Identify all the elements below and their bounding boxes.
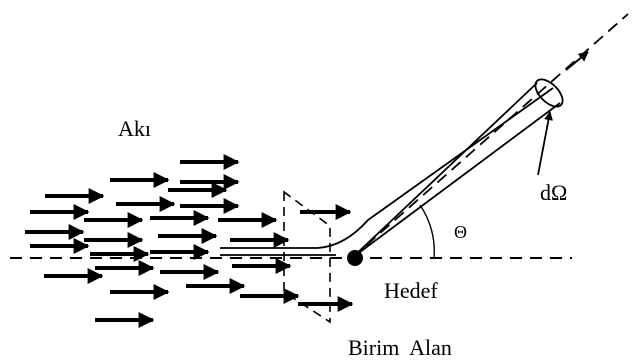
flux-label: Akı	[118, 116, 151, 141]
scattering-cone	[351, 82, 561, 259]
unit-area-plane	[283, 190, 331, 324]
unit-area-label: Birim Alan	[348, 335, 452, 360]
solid-angle-label: dΩ	[540, 180, 567, 205]
scattered-direction-dashed	[351, 13, 629, 259]
solid-angle-pointer	[537, 111, 553, 176]
target-dot	[347, 250, 363, 266]
flux-arrows	[25, 154, 300, 328]
target-label: Hedef	[384, 278, 438, 303]
theta-label: Θ	[454, 222, 467, 242]
solid-angle-cap	[534, 78, 564, 108]
scattered-direction-arrow	[565, 51, 589, 71]
particle-trajectory	[220, 87, 554, 249]
theta-arc	[419, 204, 435, 259]
